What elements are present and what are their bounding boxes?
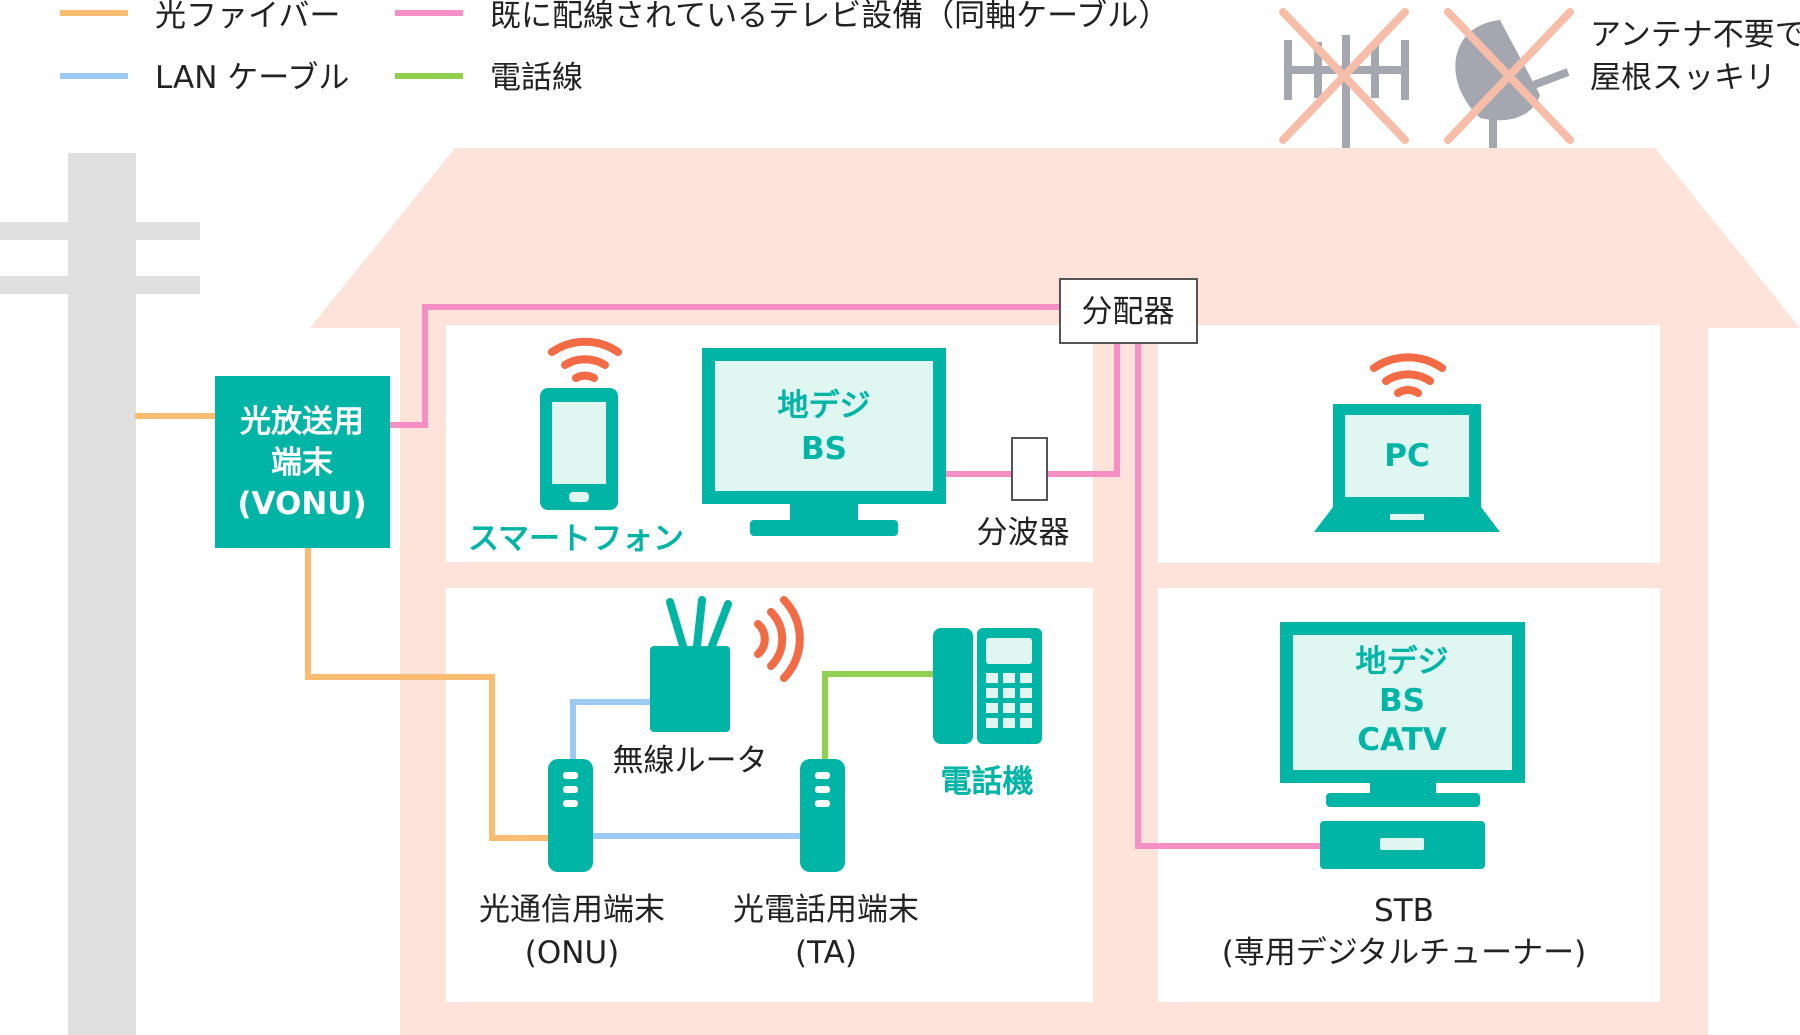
tv2-screen-line1: 地デジ [1356, 644, 1449, 680]
legend-label-fiber: 光ファイバー [155, 0, 340, 34]
branch-filter: 分波器 [977, 437, 1070, 551]
coax-to-stb [1135, 343, 1320, 849]
laptop-icon: PC [1314, 404, 1500, 532]
vonu-terminal: 光放送用 端末 (VONU) [215, 376, 390, 548]
cables [135, 304, 1320, 849]
ta-label-line2: (TA) [795, 935, 857, 971]
wireless-router-icon [650, 596, 732, 732]
splitter-label: 分配器 [1082, 294, 1175, 330]
lan-router [570, 699, 650, 759]
tv2-screen-line2: BS [1379, 683, 1425, 719]
utility-pole [0, 153, 200, 1035]
router-label: 無線ルータ [613, 743, 768, 779]
smartphone-wifi-icon [548, 337, 622, 382]
vonu-label-line3: (VONU) [237, 486, 366, 522]
coax-to-branch [1045, 343, 1120, 477]
onu-label-line2: (ONU) [525, 935, 619, 971]
legend-swatch-fiber [60, 10, 128, 16]
fiber-cable-onu [305, 548, 548, 841]
satellite-dish-icon [1444, 8, 1574, 148]
stb-label-line1: STB [1374, 893, 1434, 929]
stb-device-icon [1320, 821, 1485, 869]
legend-swatch-coax [395, 10, 463, 16]
legend-swatch-phone [395, 73, 463, 79]
ta-label-line1: 光電話用端末 [733, 892, 919, 928]
telephone-icon [933, 628, 1042, 744]
antenna-note-line1: アンテナ不要で [1590, 17, 1800, 53]
telephone-label: 電話機 [941, 764, 1034, 800]
legend-swatch-lan [60, 73, 128, 79]
antenna-note-line2: 屋根スッキリ [1590, 60, 1776, 96]
onu-device-icon [548, 759, 593, 872]
onu-label-line1: 光通信用端末 [479, 892, 665, 928]
branch-label: 分波器 [977, 515, 1070, 551]
phone-line [822, 671, 933, 759]
antenna-icon [1279, 8, 1409, 148]
splitter-box: 分配器 [1059, 278, 1198, 344]
tv2-screen-line3: CATV [1357, 722, 1446, 758]
stb-label-line2: (専用デジタルチューナー) [1222, 935, 1587, 971]
pc-screen-label: PC [1384, 438, 1429, 474]
legend-label-phone: 電話線 [490, 60, 583, 96]
tv1-screen-line2: BS [801, 431, 847, 467]
smartphone-icon [540, 388, 618, 510]
tv-icon-bedroom: 地デジ BS CATV [1280, 622, 1525, 807]
vonu-label-line1: 光放送用 [240, 404, 364, 440]
smartphone-label: スマートフォン [468, 521, 684, 557]
pc-wifi-icon [1370, 353, 1446, 397]
tv-icon-living: 地デジ BS [702, 348, 946, 536]
tv1-screen-line1: 地デジ [778, 388, 871, 424]
router-wifi-icon [754, 596, 804, 682]
legend: 光ファイバー 既に配線されているテレビ設備（同軸ケーブル） LAN ケーブル 電… [60, 0, 1169, 96]
legend-label-coax: 既に配線されているテレビ設備（同軸ケーブル） [490, 0, 1169, 34]
coax-to-splitter [390, 304, 1060, 428]
ta-device-icon [800, 759, 845, 872]
vonu-label-line2: 端末 [271, 445, 333, 481]
legend-label-lan: LAN ケーブル [155, 60, 349, 96]
